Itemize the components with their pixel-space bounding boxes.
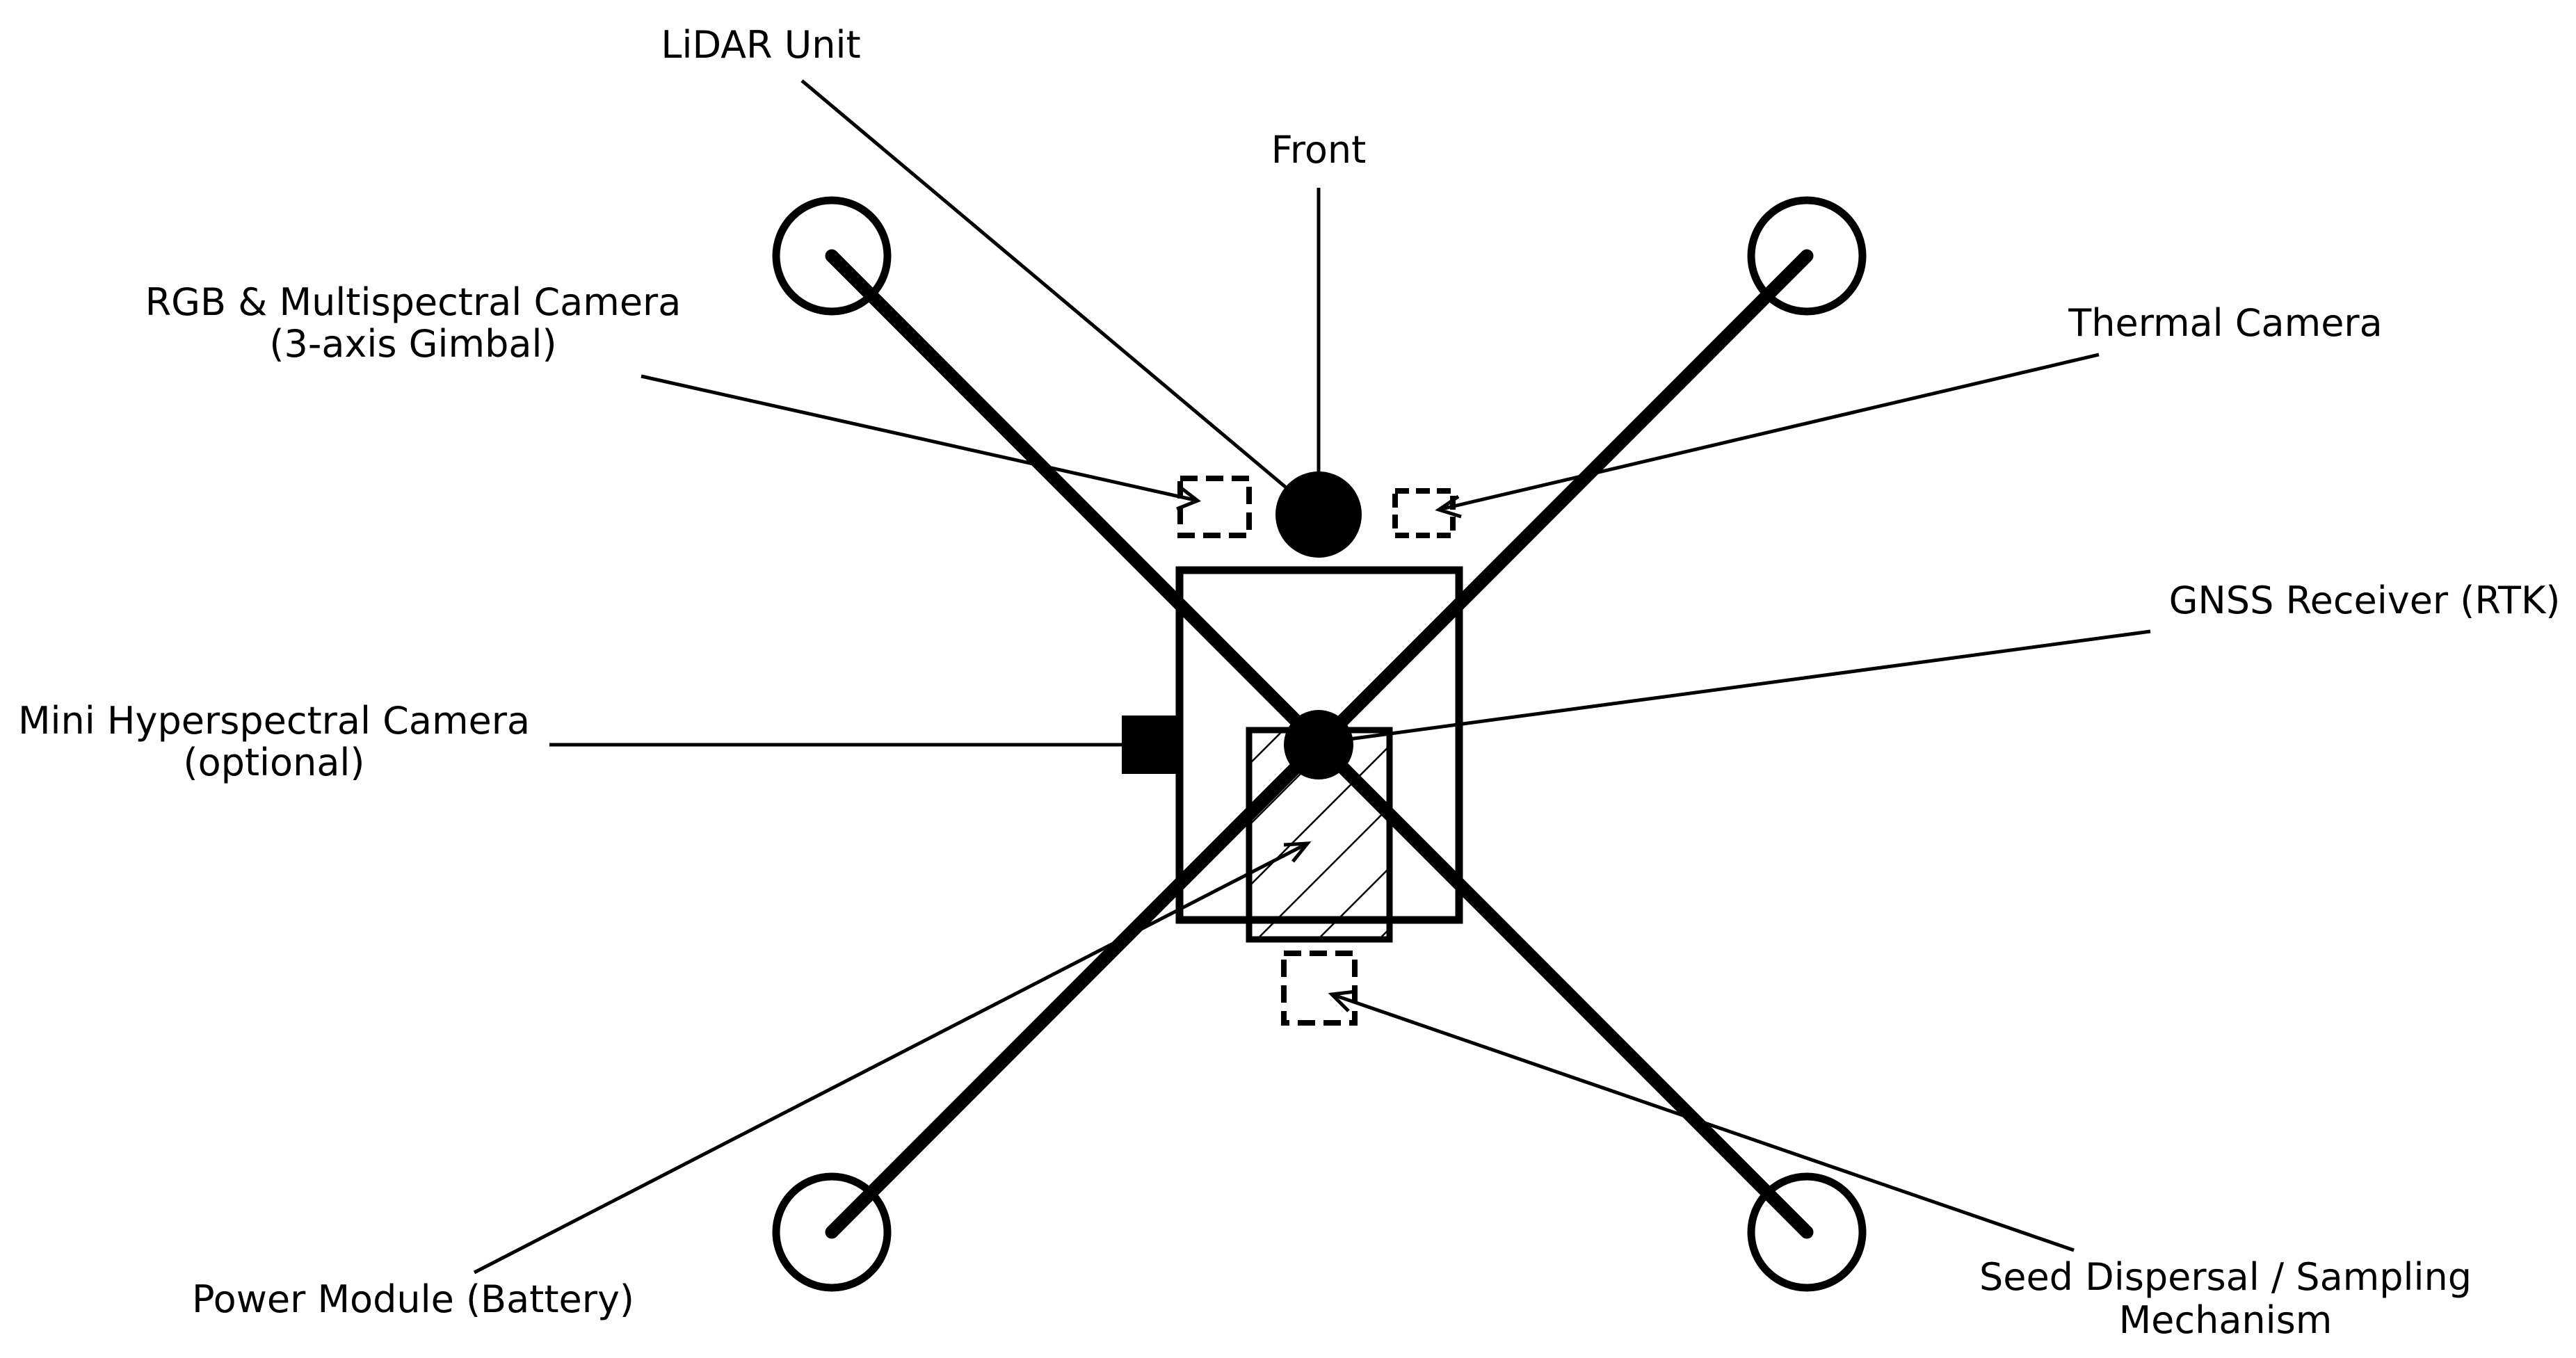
- label-gnss-receiver: GNSS Receiver (RTK): [2169, 579, 2561, 622]
- leader-gnss: [1349, 629, 2151, 741]
- label-hyperspectral-camera: Mini Hyperspectral Camera: [18, 699, 530, 743]
- seed-mechanism-box: [1281, 951, 1358, 1026]
- rgb-camera-box: [1177, 476, 1252, 538]
- leader-thermal: [1435, 353, 2100, 519]
- leader-power: [473, 841, 1312, 1275]
- rotor-front-right: [1747, 196, 1867, 316]
- label-rgb-camera: RGB & Multispectral Camera: [145, 280, 682, 324]
- label-rgb-camera-gimbal: (3-axis Gimbal): [269, 322, 556, 366]
- label-front: Front: [1271, 128, 1367, 172]
- leader-rgb-camera: [641, 374, 1202, 511]
- gnss-receiver-hub: [1284, 710, 1353, 779]
- label-lidar-unit: LiDAR Unit: [661, 23, 860, 67]
- leader-seed: [1328, 989, 2075, 1252]
- rotor-rear-right: [1747, 1172, 1867, 1292]
- thermal-camera-box: [1392, 488, 1456, 538]
- label-seed-mechanism-line2: Mechanism: [2119, 1298, 2333, 1342]
- label-hyperspectral-optional: (optional): [184, 741, 365, 784]
- lidar-unit: [1275, 471, 1362, 558]
- rotor-rear-left: [772, 1172, 892, 1292]
- label-seed-mechanism: Seed Dispersal / Sampling: [1979, 1255, 2472, 1299]
- rotor-front-left: [772, 196, 892, 316]
- label-thermal-camera: Thermal Camera: [2068, 301, 2382, 345]
- label-power-module: Power Module (Battery): [192, 1277, 634, 1321]
- leader-lidar: [800, 79, 1291, 492]
- hyperspectral-camera-box: [1122, 716, 1180, 774]
